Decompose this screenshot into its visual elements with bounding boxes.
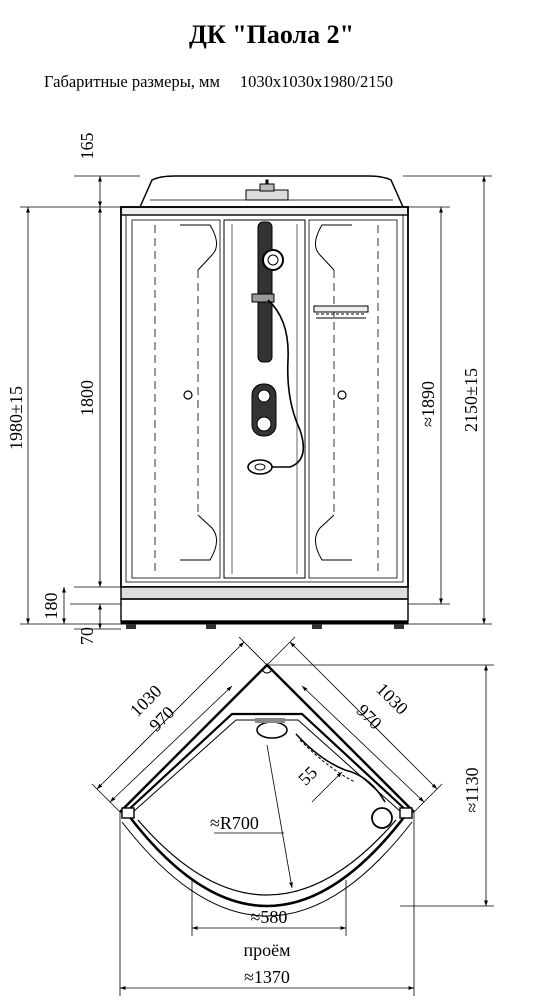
dim-165: 165 [77, 133, 97, 160]
drain-icon [371, 807, 393, 829]
dim-1980: 1980±15 [6, 386, 26, 450]
top-dimensions [91, 636, 494, 996]
dim-2150: 2150±15 [461, 368, 481, 432]
dim-radius: ≈R700 [210, 813, 259, 833]
dim-180: 180 [41, 593, 61, 620]
dim-1370: ≈1370 [244, 967, 290, 987]
dim-970-right: 970 [353, 700, 386, 733]
overhead-shower-top-icon [256, 721, 288, 739]
left-door-panel [131, 219, 221, 579]
right-door-panel [308, 219, 398, 579]
shower-tray [120, 586, 409, 600]
shelf-icon [313, 305, 369, 319]
opening-label: проём [243, 940, 290, 960]
dimensions-label: Габаритные размеры, мм [44, 72, 220, 91]
top-frame [120, 206, 409, 216]
hand-shower-icon [247, 459, 273, 475]
center-panel [223, 219, 306, 579]
dim-1800: 1800 [77, 380, 97, 416]
curved-door [124, 811, 410, 908]
overhead-shower-icon [245, 179, 289, 201]
tray-feet [126, 624, 404, 629]
dim-1130: ≈1130 [462, 767, 482, 812]
dimensions-subtitle: Габаритные размеры, мм 1030x1030x1980/215… [44, 72, 393, 92]
front-view [120, 175, 409, 629]
dim-70: 70 [77, 627, 97, 645]
front-dimensions [20, 175, 492, 630]
dim-580: ≈580 [251, 907, 288, 927]
dim-1890: ≈1890 [418, 381, 438, 427]
roof-dome [139, 175, 404, 208]
overall-dimensions: 1030x1030x1980/2150 [239, 72, 394, 91]
dim-55: 55 [294, 762, 321, 789]
drawing-title: ДК "Паола 2" [188, 20, 355, 49]
